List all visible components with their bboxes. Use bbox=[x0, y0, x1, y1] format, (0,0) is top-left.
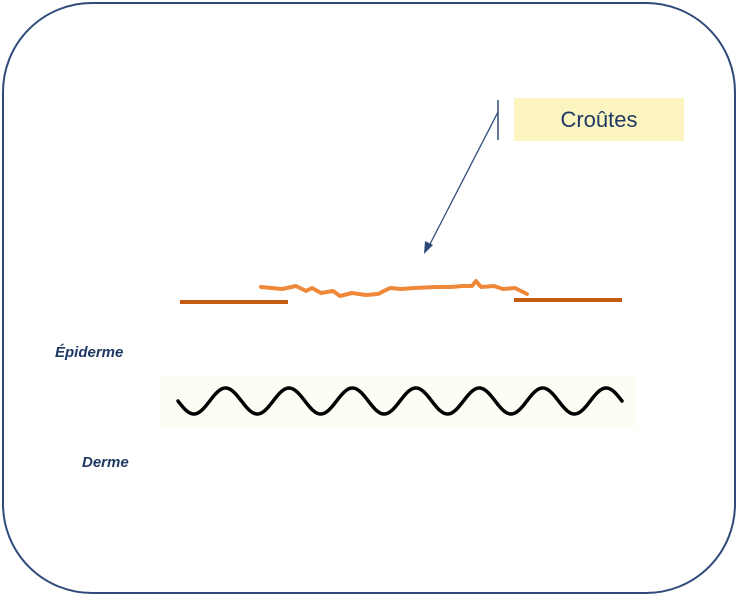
crust-callout-label: Croûtes bbox=[560, 106, 638, 132]
dermal-epidermal-junction-wave bbox=[176, 386, 624, 416]
crust-line bbox=[259, 279, 529, 298]
crust-callout-box: Croûtes bbox=[514, 98, 684, 141]
dermis-label: Derme bbox=[82, 454, 129, 471]
callout-arrowhead bbox=[424, 241, 433, 254]
callout-arrow-line bbox=[427, 111, 499, 249]
diagram-frame bbox=[2, 2, 736, 594]
epidermis-label: Épiderme bbox=[55, 344, 124, 361]
